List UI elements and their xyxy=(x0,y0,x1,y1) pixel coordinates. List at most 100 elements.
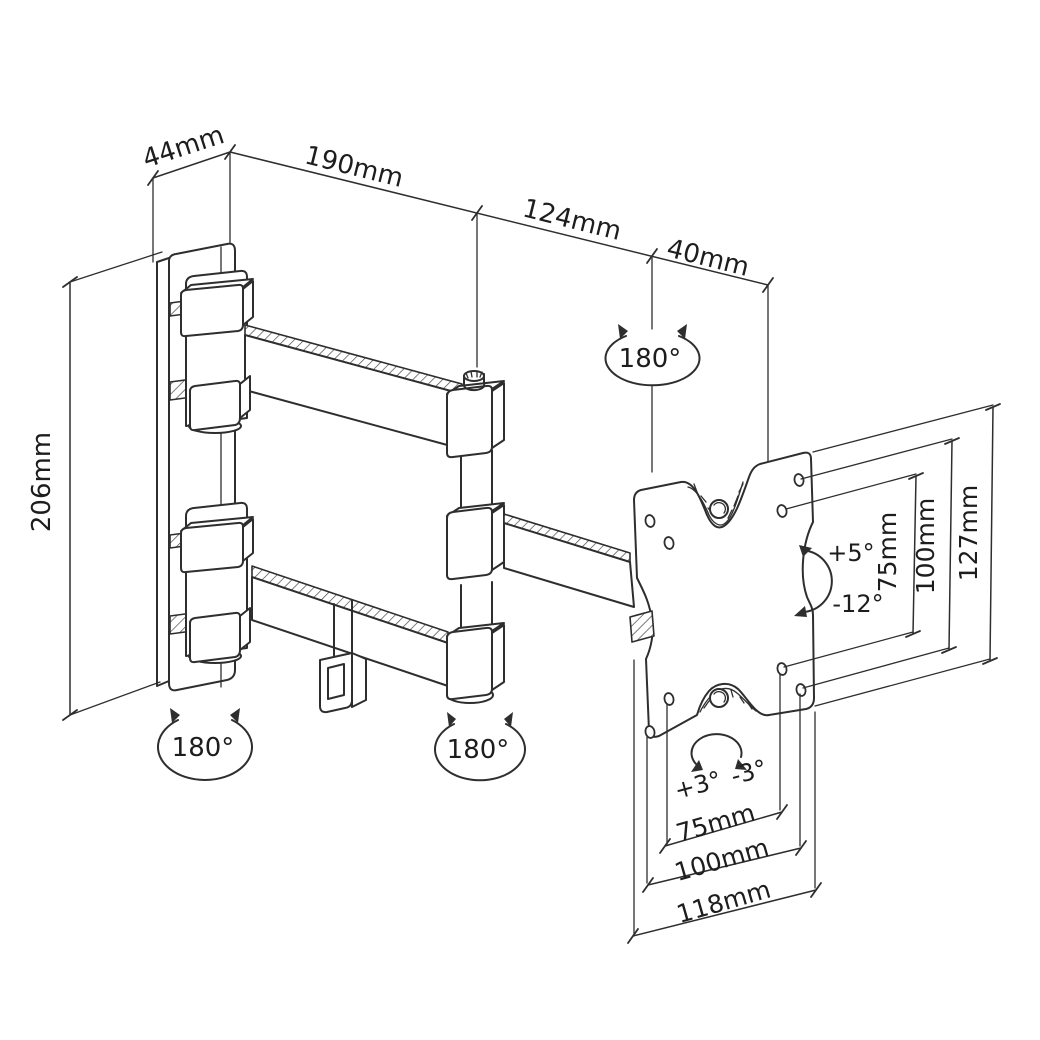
vesa-label-vertical-127: 127mm xyxy=(954,485,983,581)
vesa-hole xyxy=(795,683,807,697)
dim-label-plate-height: 206mm xyxy=(27,432,57,532)
rotation-arrow-icon xyxy=(504,712,513,727)
rotation-arc-top xyxy=(604,335,701,387)
vesa-hole xyxy=(776,504,788,518)
swivel-arc xyxy=(690,733,743,765)
middle-arm-front-face xyxy=(503,522,635,608)
cable-clip-straps xyxy=(333,599,353,659)
vesa-hole xyxy=(663,536,675,550)
rotation-arrow-icon xyxy=(618,324,628,339)
rotation-arc-bottom-left xyxy=(157,719,253,782)
dim-ticks-bottom xyxy=(627,804,822,944)
tilt-arc-icon xyxy=(794,545,833,617)
elbow-middle-block-front-face xyxy=(446,506,493,581)
tilt-label-down: -12° xyxy=(832,590,883,618)
dim-label-head-depth: 40mm xyxy=(664,234,753,283)
plate-hinge-barrel xyxy=(629,610,655,643)
vesa-label-vertical-100: 100mm xyxy=(911,498,940,594)
vesa-bottom-screw-slot xyxy=(713,690,727,703)
dim-label-arm2-length: 124mm xyxy=(520,194,625,247)
wall-plate-back-edge xyxy=(156,257,170,687)
dim-label-arm1-length: 190mm xyxy=(302,141,407,194)
rotation-arc-bottom-right xyxy=(434,723,526,782)
tilt-arrow-down-icon xyxy=(794,606,807,617)
swivel-arc-icon xyxy=(690,733,747,772)
pivot-screw-icon xyxy=(463,370,486,392)
dim-ticks-right xyxy=(905,403,1001,665)
vesa-mounting-holes xyxy=(644,473,807,739)
dims-bottom xyxy=(627,659,822,944)
top-hinge-cap-side-face xyxy=(242,280,254,326)
dim-line-vertical-100mm xyxy=(948,440,953,651)
rotation-arrow-icon xyxy=(447,712,456,727)
top-hinge-knuckle-side-face xyxy=(239,375,251,419)
top-hinge-knuckle-front-face xyxy=(189,379,241,432)
dim-line-horizontal-100mm xyxy=(647,847,802,886)
cable-clip-opening xyxy=(327,663,345,700)
elbow-bottom-block-side-face xyxy=(491,624,505,691)
dim-line-horizontal-75mm xyxy=(664,811,783,847)
vesa-hole xyxy=(663,692,675,706)
dim-label-wall-depth: 44mm xyxy=(139,120,228,174)
rotation-arc-bottom-left-icon xyxy=(157,708,253,782)
bottom-hinge xyxy=(180,516,254,664)
vesa-top-notch-rim xyxy=(687,481,744,526)
dim-extension-lines-bottom xyxy=(633,659,816,935)
rotation-label-bottom-left: 180° xyxy=(172,733,235,763)
rotation-arrow-icon xyxy=(170,708,180,723)
upper-arm-front-face xyxy=(244,334,463,450)
elbow-top-block-front-face xyxy=(446,384,493,459)
rotation-symbols xyxy=(157,324,833,782)
upper-arm xyxy=(244,324,463,450)
dim-plate-height xyxy=(62,251,163,721)
elbow-shafts xyxy=(460,449,493,631)
dim-line-44mm xyxy=(152,151,231,179)
vesa-top-screw-slot xyxy=(713,501,727,514)
rotation-arc-bottom-right-icon xyxy=(434,712,526,782)
mount-drawing xyxy=(156,242,815,739)
rotation-arrow-icon xyxy=(677,324,687,339)
rotation-arc-top-icon xyxy=(604,324,701,387)
rotation-arrow-icon xyxy=(230,708,240,723)
dim-line-190-124-40 xyxy=(229,151,769,286)
dim-ticks-top xyxy=(147,144,774,293)
pivot-screw-knurl xyxy=(465,370,483,379)
vesa-hole xyxy=(793,473,805,487)
middle-arm xyxy=(503,513,635,608)
vesa-hole xyxy=(644,514,656,528)
elbow-middle-block-side-face xyxy=(491,504,505,571)
pivot-screw-head xyxy=(463,370,485,382)
dim-chain-top xyxy=(147,144,774,473)
elbow-column xyxy=(446,370,505,704)
rotation-label-top: 180° xyxy=(619,344,682,374)
dim-extension-lines-right xyxy=(783,404,994,707)
rotation-label-bottom-right: 180° xyxy=(447,735,510,765)
tilt-arc xyxy=(803,550,833,613)
dim-extension-lines-206mm xyxy=(69,251,163,716)
vesa-label-vertical-75: 75mm xyxy=(873,512,902,593)
bottom-hinge-cap-front-face xyxy=(180,521,244,574)
tilt-arrow-up-icon xyxy=(799,545,812,557)
elbow-bottom-block-front-face xyxy=(446,626,493,701)
vesa-bottom-notch-rim xyxy=(699,687,757,713)
top-hinge xyxy=(180,278,254,434)
vesa-hole xyxy=(776,662,788,676)
vesa-hole xyxy=(644,725,656,739)
tilt-label-up: +5° xyxy=(827,539,874,567)
dim-line-horizontal-118mm xyxy=(632,889,817,937)
dim-ticks-206mm xyxy=(62,276,78,721)
dims-right xyxy=(783,403,1001,707)
bottom-hinge-knuckle-front-face xyxy=(189,611,241,664)
swivel-label-plus: +3° xyxy=(671,766,724,805)
top-hinge-cap-front-face xyxy=(180,283,244,338)
vesa-plate xyxy=(629,451,815,739)
swivel-arrow-right-icon xyxy=(735,759,747,770)
bottom-hinge-knuckle-side-face xyxy=(239,607,251,651)
cable-clip-side-face xyxy=(351,652,367,708)
vesa-plate-outline xyxy=(633,451,815,738)
dim-line-vertical-127mm xyxy=(989,406,994,662)
swivel-arrow-left-icon xyxy=(691,760,703,772)
cable-clip xyxy=(319,599,367,714)
